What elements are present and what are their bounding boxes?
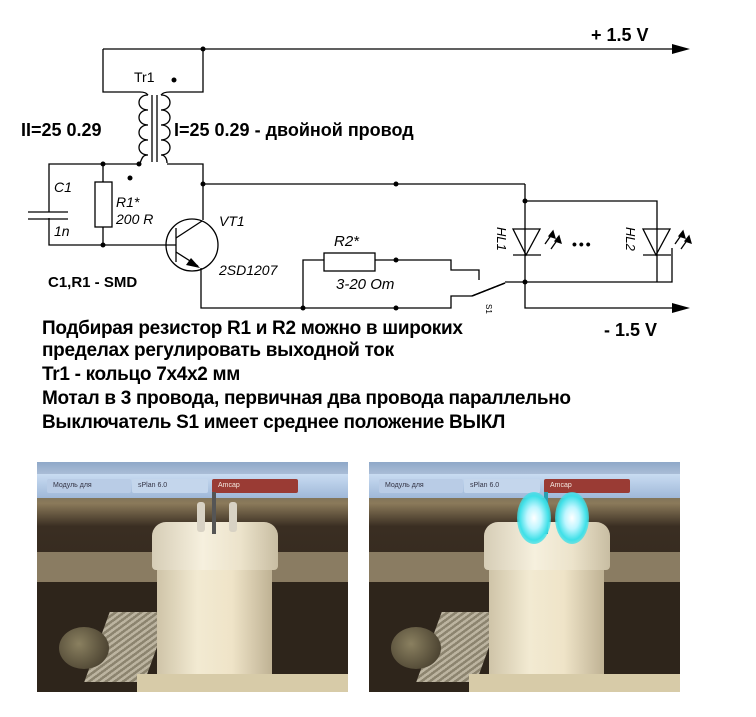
emitter-arrow-icon	[186, 258, 200, 268]
photo-taskbar-item: sPlan 6.0	[464, 479, 540, 493]
transformer-coil-left	[138, 94, 149, 164]
led-glow	[555, 492, 589, 544]
photo-taskbar-item: Модуль для	[379, 479, 463, 493]
photo-taskbar-item: sPlan 6.0	[132, 479, 208, 493]
note-line-1: Подбирая резистор R1 и R2 можно в широки…	[42, 318, 463, 339]
label-c1: C1	[54, 179, 72, 195]
led-ellipsis: •••	[572, 236, 593, 252]
label-positive-supply: + 1.5 V	[591, 25, 649, 45]
led-hl2	[641, 228, 672, 257]
label-winding-ii: II=25 0.29	[21, 120, 102, 140]
label-hl2: HL2	[623, 227, 638, 252]
note-line-3: Tr1 - кольцо 7х4х2 мм	[42, 364, 241, 385]
arrow-positive-icon	[672, 44, 690, 54]
photo-taskbar-item: Amcap	[212, 479, 298, 493]
photo-device-off: Модуль для sPlan 6.0 Amcap	[37, 462, 348, 692]
led-hl1	[511, 228, 542, 257]
arrow-negative-icon	[672, 303, 690, 313]
note-line-5: Выключатель S1 имеет среднее положение В…	[42, 412, 506, 433]
label-c1-value: 1n	[54, 223, 70, 239]
resistor-r2	[323, 252, 376, 272]
label-vt1-part: 2SD1207	[218, 262, 279, 278]
label-vt1: VT1	[219, 213, 245, 229]
label-winding-i: I=25 0.29 - двойной провод	[174, 120, 414, 140]
note-line-4: Мотал в 3 провода, первичная два провода…	[42, 388, 571, 409]
label-negative-supply: - 1.5 V	[604, 320, 657, 340]
photo-taskbar-item: Модуль для	[47, 479, 131, 493]
photo-device-on: Модуль для sPlan 6.0 Amcap	[369, 462, 680, 692]
label-r1-value: 200 R	[115, 211, 153, 227]
label-r1: R1*	[116, 194, 140, 210]
circuit-schematic: + 1.5 V - 1.5 V Tr1 II=25 0.29 I=25 0.29…	[21, 25, 692, 340]
label-hl1: HL1	[494, 227, 509, 251]
junction-dots	[100, 46, 528, 311]
photo-taskbar-item: Amcap	[544, 479, 630, 493]
note-line-2: пределах регулировать выходной ток	[42, 340, 394, 361]
label-tr1: Tr1	[134, 69, 155, 85]
transformer-coil-right	[160, 94, 171, 164]
label-s1: S1	[484, 304, 493, 314]
label-r2: R2*	[334, 233, 360, 250]
label-r2-value: 3-20 Om	[336, 276, 394, 293]
label-smd-note: C1,R1 - SMD	[48, 274, 137, 291]
notes-block: Подбирая резистор R1 и R2 можно в широки…	[42, 318, 742, 434]
led-glow	[517, 492, 551, 544]
resistor-r1	[94, 181, 113, 228]
